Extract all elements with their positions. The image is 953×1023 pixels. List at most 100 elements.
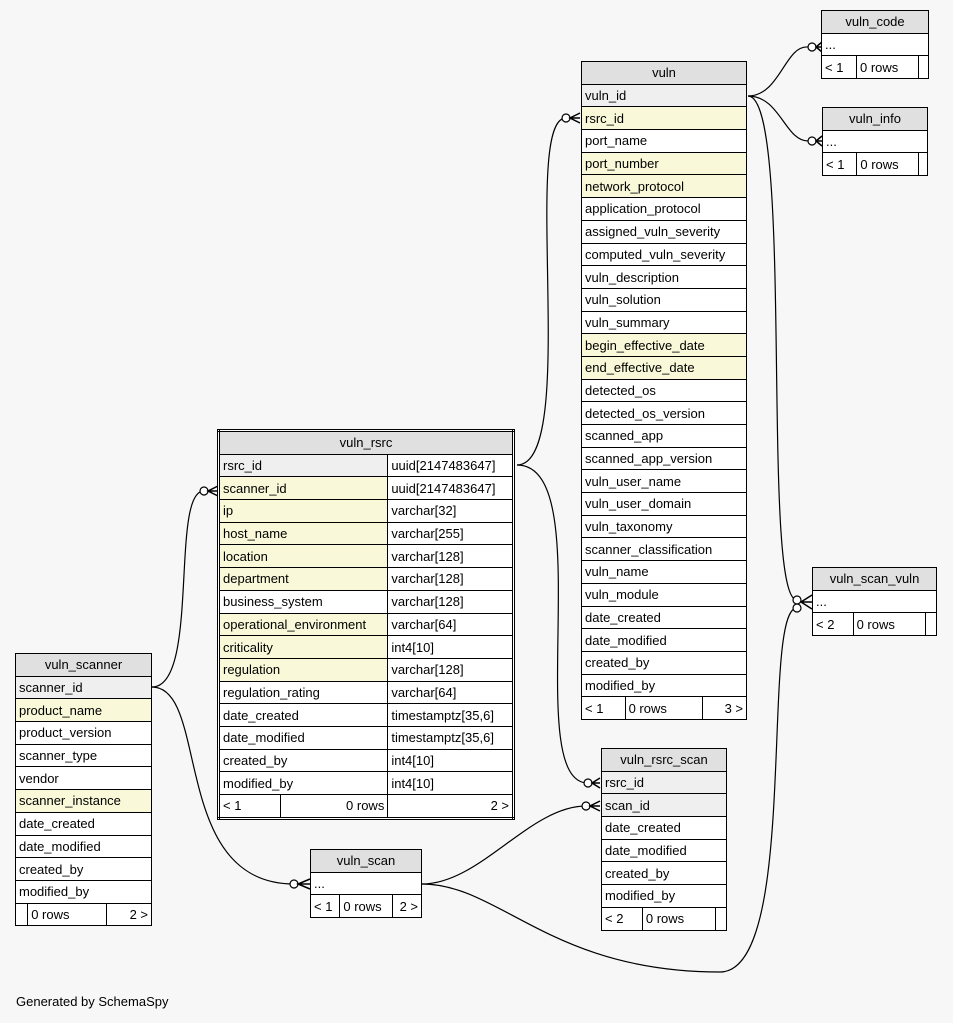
children-link[interactable]: 2 > <box>391 894 423 919</box>
parents-link[interactable]: < 1 <box>217 794 282 819</box>
children-link[interactable] <box>924 612 938 637</box>
column-row[interactable]: date_created <box>15 811 152 836</box>
column-row[interactable]: scanner_classification <box>581 537 747 562</box>
column-row[interactable]: ... <box>812 589 937 614</box>
parents-link[interactable]: < 1 <box>309 894 341 919</box>
column-row[interactable]: vuln_solution <box>581 287 747 312</box>
column-row[interactable]: modified_by <box>581 673 747 698</box>
parents-link[interactable]: < 1 <box>821 152 858 177</box>
parents-link[interactable]: < 2 <box>812 612 854 637</box>
column-row[interactable]: product_version <box>15 721 152 745</box>
column-row[interactable]: scanner_instance <box>15 789 152 813</box>
column-row[interactable]: port_name <box>581 129 747 153</box>
children-link[interactable] <box>918 55 929 80</box>
column-row[interactable]: scanner_id <box>15 675 152 700</box>
column-row[interactable]: date_modified <box>601 838 727 863</box>
parents-link[interactable] <box>14 902 29 927</box>
column-row[interactable]: begin_effective_date <box>581 333 747 357</box>
column-row[interactable]: detected_os <box>581 378 747 403</box>
column-row[interactable]: date_modified <box>15 834 152 859</box>
column-row[interactable]: vuln_description <box>581 265 747 289</box>
column-row[interactable]: ... <box>822 129 928 154</box>
column-row[interactable]: ... <box>821 32 929 57</box>
column-row[interactable]: computed_vuln_severity <box>581 242 747 267</box>
table-title[interactable]: vuln_scan <box>310 849 422 873</box>
column-row[interactable]: modified_by <box>601 884 727 908</box>
column-row[interactable]: date_created <box>581 605 747 630</box>
column-row[interactable]: date_created <box>601 816 727 840</box>
crowfoot-marker <box>206 485 219 497</box>
parents-link[interactable]: < 1 <box>581 696 626 720</box>
column-row[interactable]: vuln_user_domain <box>581 492 747 516</box>
column-row[interactable]: rsrc_id <box>601 770 727 795</box>
column-name: criticality <box>217 635 389 659</box>
column-row[interactable]: scan_id <box>601 793 727 818</box>
children-link[interactable] <box>714 906 728 931</box>
column-row[interactable]: rsrc_id <box>581 106 747 131</box>
column-type: int4[10] <box>387 771 514 795</box>
column-row[interactable]: scanned_app <box>581 424 747 448</box>
column-row[interactable]: vuln_name <box>581 560 747 584</box>
column-row[interactable]: product_name <box>15 698 152 723</box>
column-row[interactable]: modified_by <box>15 879 152 904</box>
column-row[interactable]: scanned_app_version <box>581 446 747 471</box>
column-row[interactable]: end_effective_date <box>581 355 747 380</box>
column-row[interactable]: date_modified <box>581 628 747 652</box>
column-row[interactable]: network_protocol <box>581 174 747 199</box>
column-row[interactable]: detected_os_version <box>581 401 747 425</box>
table-title[interactable]: vuln_scanner <box>15 653 152 677</box>
column-row[interactable]: vuln_user_name <box>581 469 747 494</box>
table-title[interactable]: vuln_rsrc <box>218 430 514 455</box>
children-link[interactable]: 2 > <box>387 794 514 819</box>
column-row[interactable]: vendor <box>15 766 152 791</box>
parents-link[interactable]: < 1 <box>821 55 857 80</box>
column-row[interactable]: assigned_vuln_severity <box>581 219 747 244</box>
column-row[interactable]: port_number <box>581 151 747 176</box>
children-link[interactable]: 3 > <box>702 696 747 720</box>
column-row[interactable]: ... <box>310 871 422 896</box>
column-row[interactable]: vuln_module <box>581 582 747 607</box>
column-row[interactable]: vuln_id <box>581 83 747 108</box>
column-row[interactable]: created_by <box>581 650 747 675</box>
column-row[interactable]: scanner_type <box>15 743 152 768</box>
column-row[interactable]: created_by <box>15 857 152 881</box>
parents-link[interactable]: < 2 <box>601 906 643 931</box>
children-link[interactable]: 2 > <box>106 902 152 927</box>
table-title[interactable]: vuln_rsrc_scan <box>601 748 727 772</box>
children-link[interactable] <box>917 152 929 177</box>
column-row[interactable]: created_by <box>601 861 727 886</box>
table-title[interactable]: vuln_info <box>822 107 928 131</box>
column-row[interactable]: vuln_taxonomy <box>581 514 747 539</box>
row-count: 0 rows <box>856 152 919 177</box>
column-type: varchar[64] <box>387 612 514 637</box>
table-title[interactable]: vuln_scan_vuln <box>812 567 937 591</box>
table-title[interactable]: vuln <box>581 61 747 85</box>
table-title[interactable]: vuln_code <box>821 10 929 34</box>
column-row[interactable]: application_protocol <box>581 197 747 221</box>
column-row[interactable]: vuln_summary <box>581 310 747 335</box>
